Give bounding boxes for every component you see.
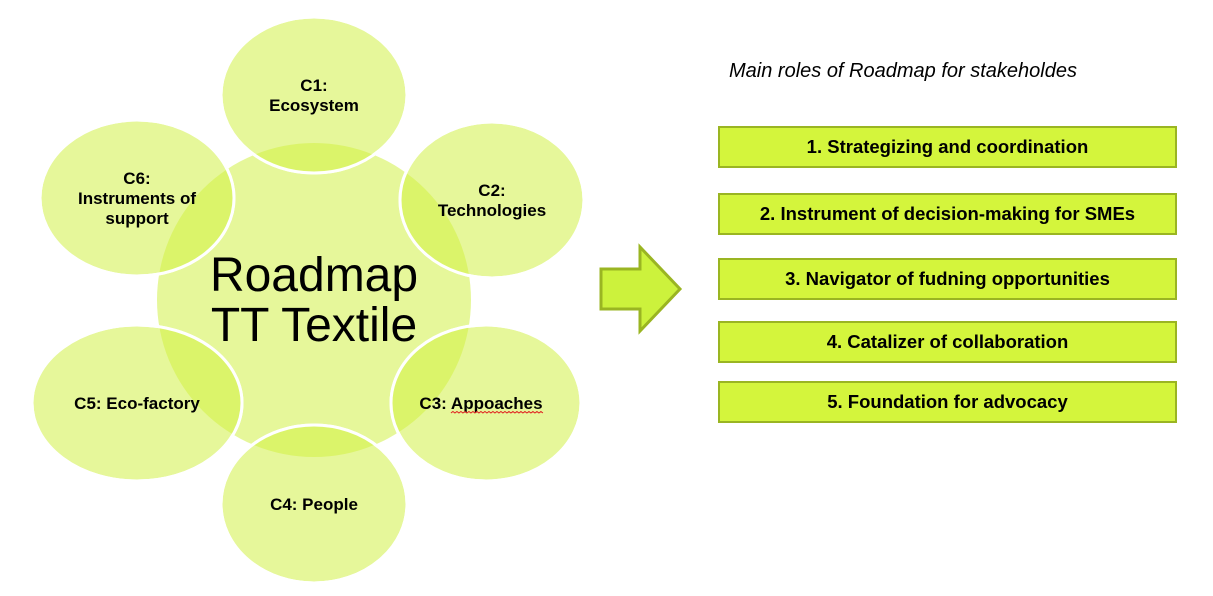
component-label-c6: Instruments of: [78, 189, 196, 208]
role-box-3: 3. Navigator of fudning opportunities: [718, 258, 1177, 300]
center-title-line2: TT Textile: [211, 299, 417, 352]
spellcheck-underline: [450, 410, 544, 414]
role-box-5: 5. Foundation for advocacy: [718, 381, 1177, 423]
role-label: 1. Strategizing and coordination: [806, 136, 1089, 157]
component-label-c3: C3: Appoaches: [419, 394, 542, 413]
role-box-4: 4. Catalizer of collaboration: [718, 321, 1177, 363]
component-outline: [398, 120, 586, 280]
role-label: 3. Navigator of fudning opportunities: [785, 268, 1110, 289]
role-label: 4. Catalizer of collaboration: [826, 331, 1069, 352]
right-arrow-icon: [599, 243, 683, 335]
component-label-c6: C6:: [123, 169, 150, 188]
roles-panel-title: Main roles of Roadmap for stakeholdes: [729, 60, 1077, 82]
role-label: 5. Foundation for advocacy: [827, 391, 1068, 412]
component-label-c5: C5: Eco-factory: [74, 394, 200, 413]
role-label: 2. Instrument of decision-making for SME…: [759, 203, 1136, 224]
role-box-1: 1. Strategizing and coordination: [718, 126, 1177, 168]
component-outline: [38, 118, 236, 278]
component-outline: [219, 15, 409, 175]
component-outline: [219, 423, 409, 585]
component-outline: [30, 323, 244, 483]
component-label-c2: Technologies: [438, 201, 546, 220]
component-label-c1: C1:: [300, 76, 327, 95]
center-title-line1: Roadmap: [210, 249, 418, 302]
roadmap-cycle-diagram: Roadmap TT Textile C1:EcosystemC2:Techno…: [30, 15, 586, 585]
role-box-2: 2. Instrument of decision-making for SME…: [718, 193, 1177, 235]
component-label-c1: Ecosystem: [269, 96, 359, 115]
component-label-c2: C2:: [478, 181, 505, 200]
component-label-c4: C4: People: [270, 495, 358, 514]
component-label-c6: support: [105, 209, 169, 228]
component-outline: [389, 323, 583, 483]
